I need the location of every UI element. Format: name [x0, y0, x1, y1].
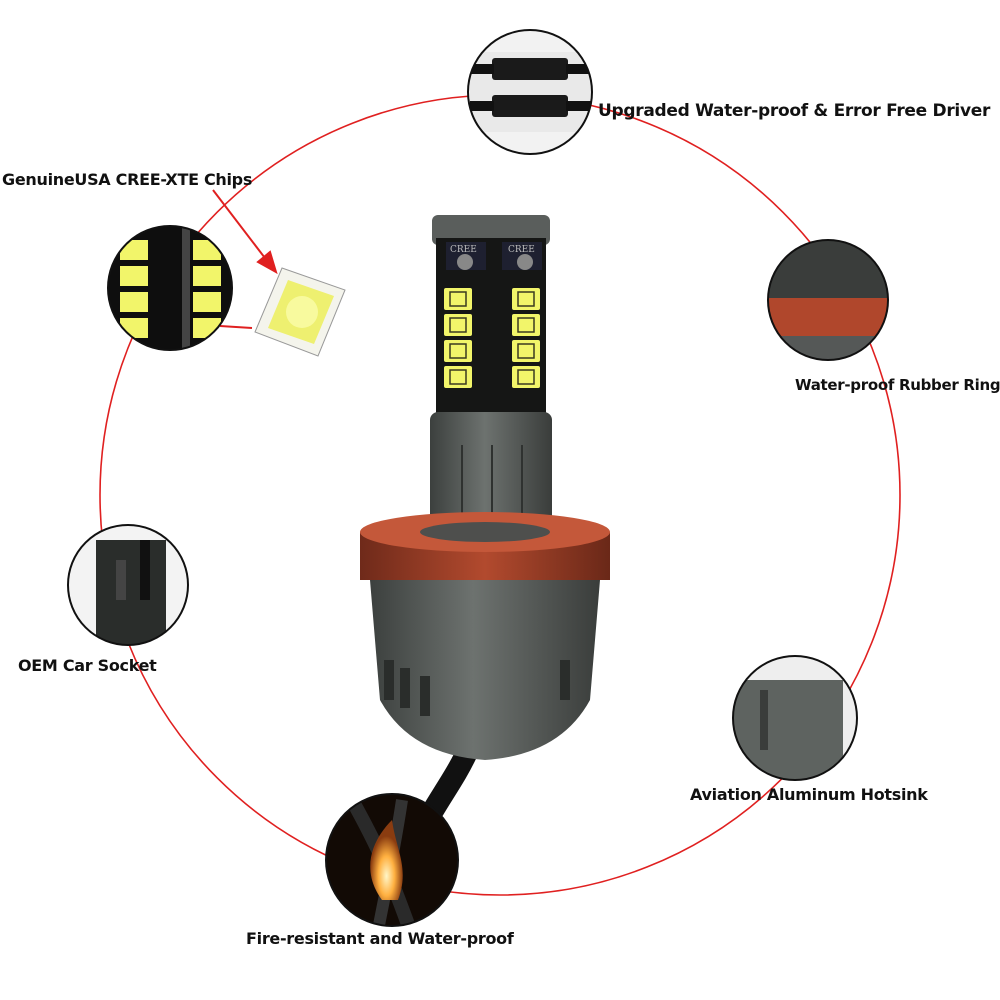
label-driver: Upgraded Water-proof & Error Free Driver: [598, 101, 991, 121]
socket-callout: [67, 524, 189, 646]
rubber-ring-callout: [767, 239, 889, 361]
hotsink-callout: [732, 655, 858, 781]
chips-callout: [107, 225, 233, 351]
label-chips: GenuineUSA CREE-XTE Chips: [2, 170, 253, 189]
cree-chip-label: CREE: [450, 245, 477, 255]
chip-arrow: [212, 189, 278, 329]
driver-callout: [467, 29, 593, 155]
fire-callout: [325, 793, 459, 927]
cree-chip-label: CREE: [508, 245, 535, 255]
label-fire: Fire-resistant and Water-proof: [246, 929, 514, 948]
label-ring: Water-proof Rubber Ring: [795, 376, 1000, 394]
bulb: CREE CREE: [360, 215, 610, 871]
label-socket: OEM Car Socket: [18, 656, 157, 675]
label-hotsink: Aviation Aluminum Hotsink: [690, 785, 928, 804]
cree-chip-icon: [254, 267, 346, 357]
